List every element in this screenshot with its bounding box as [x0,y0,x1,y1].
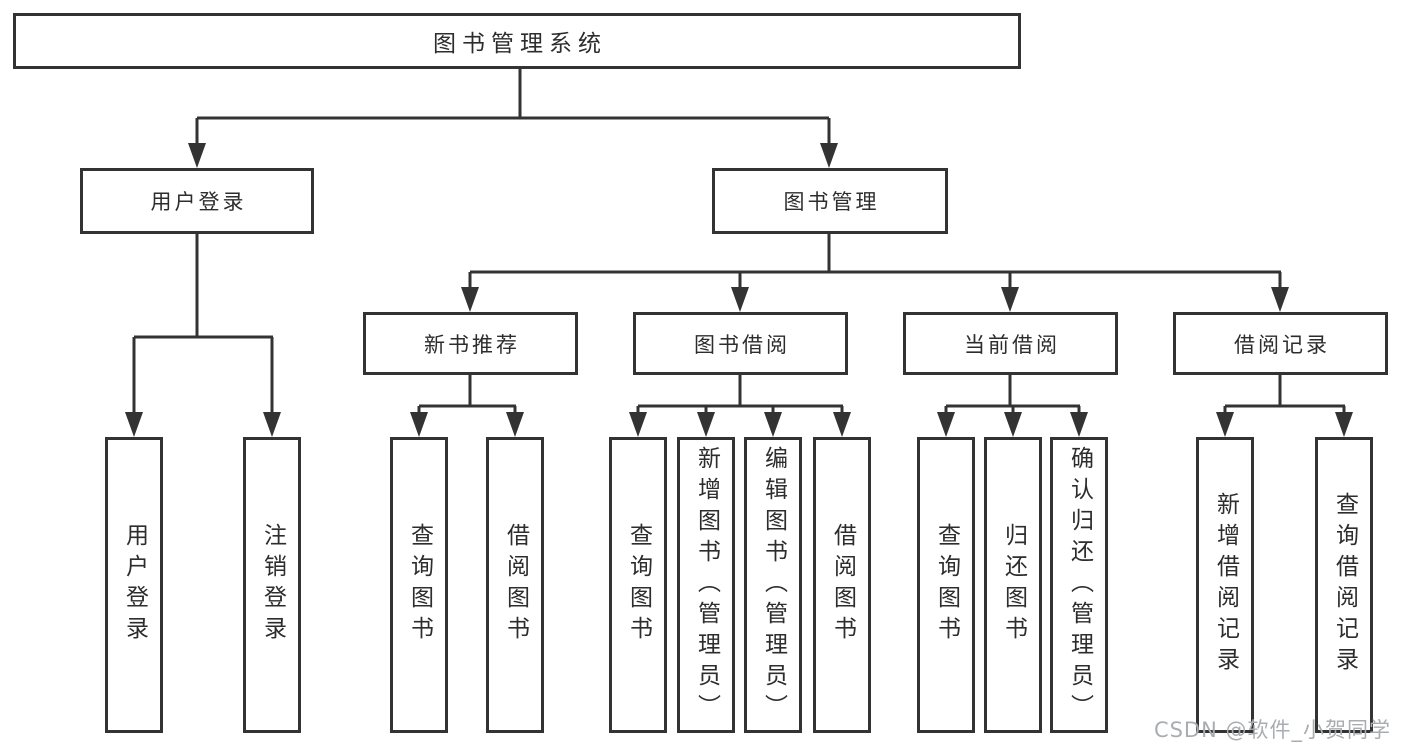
leaf-recommend-borrow-books-label: 借阅图书 [502,523,529,647]
arrowhead-new-book-recommend [461,287,479,312]
arrowhead-user-login [188,143,206,168]
leaf-user-login: 用户登录 [105,437,163,733]
leaf-logout-label: 注销登录 [259,523,286,647]
node-user-login: 用户登录 [80,168,314,234]
node-current-borrow-label: 当前借阅 [964,332,1060,357]
arrowhead-book-management [820,143,838,168]
leaf-current-query-books-label: 查询图书 [933,523,960,647]
watermark: CSDN @软件_小贺同学 [1153,718,1391,742]
node-book-borrow: 图书借阅 [633,312,848,375]
arrowhead-leaf-user-login [125,412,143,437]
node-book-borrow-label: 图书借阅 [694,332,790,357]
arrowhead-borrow-records [1271,287,1289,312]
arrowhead-leaf [506,412,524,437]
leaf-return-books-label: 归还图书 [1000,523,1027,647]
node-root-label: 图书管理系统 [433,31,607,57]
leaf-edit-books-admin-label: 编辑图书（管理员） [760,445,787,725]
leaf-add-books-admin: 新增图书（管理员） [677,437,735,733]
connector-current-borrow-to-leaves [937,375,1088,437]
leaf-user-login-label: 用户登录 [121,523,148,647]
node-borrow-records: 借阅记录 [1173,312,1388,375]
connector-line [468,234,1282,290]
node-root: 图书管理系统 [13,13,1021,69]
connector-root-to-level2 [188,69,838,168]
connector-borrow-records-to-leaves [1216,375,1353,437]
node-user-login-label: 用户登录 [150,190,247,214]
arrowhead-leaf [764,412,782,437]
arrowhead-leaf [937,412,955,437]
leaf-add-borrow-record: 新增借阅记录 [1196,437,1254,733]
arrowhead-leaf [1335,412,1353,437]
node-new-book-recommend: 新书推荐 [363,312,578,375]
node-book-management: 图书管理 [712,168,948,234]
node-borrow-records-label: 借阅记录 [1234,332,1330,357]
arrowhead-current-borrow [1001,287,1019,312]
connector-book-management-to-level3 [461,234,1289,312]
leaf-borrow-query-books-label: 查询图书 [625,523,652,647]
leaf-edit-books-admin: 编辑图书（管理员） [744,437,802,733]
arrowhead-book-borrow [731,287,749,312]
arrowhead-leaf [1004,412,1022,437]
leaf-current-query-books: 查询图书 [917,437,975,733]
leaf-query-borrow-record-label: 查询借阅记录 [1331,492,1358,678]
leaf-recommend-query-books: 查询图书 [390,437,448,733]
arrowhead-leaf [629,412,647,437]
leaf-logout: 注销登录 [243,437,301,733]
leaf-borrow-books-label: 借阅图书 [829,523,856,647]
arrowhead-leaf [1070,412,1088,437]
arrowhead-leaf [410,412,428,437]
connector-book-borrow-to-leaves [629,375,851,437]
node-book-management-label: 图书管理 [783,190,880,214]
connector-user-login-to-leaves [125,234,281,437]
node-new-book-recommend-label: 新书推荐 [424,332,520,357]
arrowhead-leaf [697,412,715,437]
leaf-recommend-query-books-label: 查询图书 [406,523,433,647]
leaf-return-books: 归还图书 [984,437,1042,733]
connector-line [1223,375,1346,414]
leaf-confirm-return-admin: 确认归还（管理员） [1050,437,1108,733]
leaf-query-borrow-record: 查询借阅记录 [1315,437,1373,733]
node-current-borrow: 当前借阅 [903,312,1118,375]
arrowhead-leaf [1216,412,1234,437]
arrowhead-leaf-logout [263,412,281,437]
leaf-recommend-borrow-books: 借阅图书 [486,437,544,733]
leaf-add-books-admin-label: 新增图书（管理员） [693,445,720,725]
connector-line [195,69,831,146]
arrowhead-leaf [833,412,851,437]
connector-new-book-recommend-to-leaves [410,375,524,437]
leaf-borrow-query-books: 查询图书 [609,437,667,733]
leaf-add-borrow-record-label: 新增借阅记录 [1212,492,1239,678]
leaf-borrow-books: 借阅图书 [813,437,871,733]
connector-line [636,375,844,414]
connector-line [132,234,274,414]
leaf-confirm-return-admin-label: 确认归还（管理员） [1066,445,1093,725]
connector-line [944,375,1081,414]
connector-line [417,375,517,414]
